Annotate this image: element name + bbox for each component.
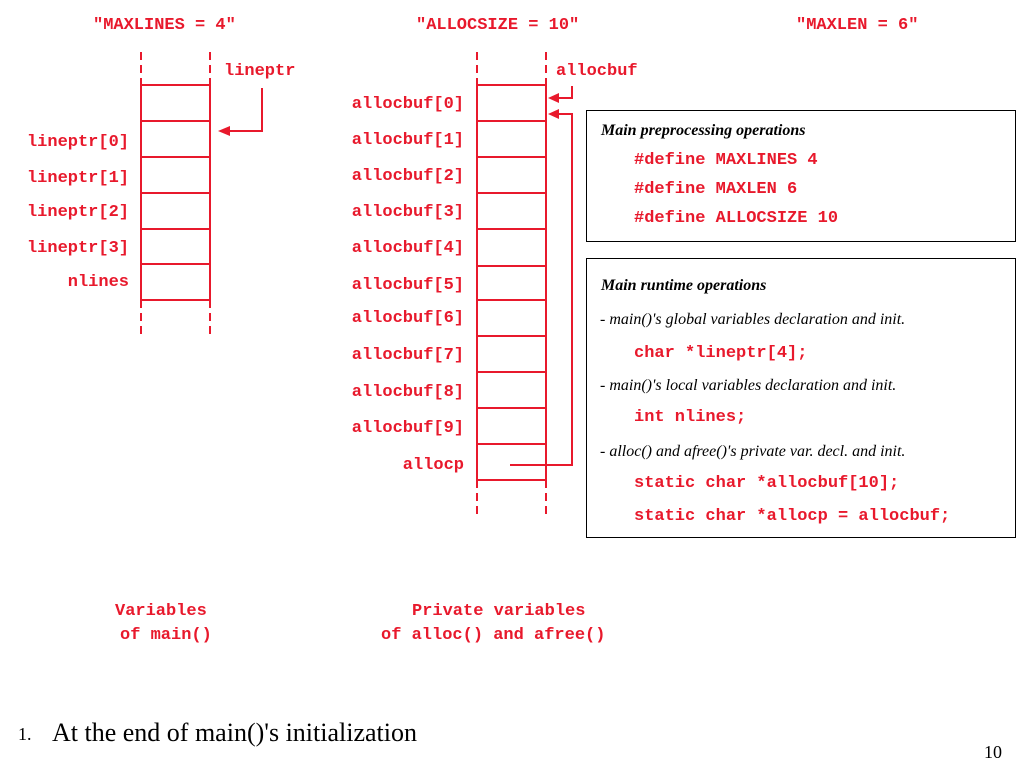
preprocessing-box: Main preprocessing operations #define MA… — [586, 110, 1016, 242]
code-lineptr-decl: char *lineptr[4]; — [634, 344, 808, 363]
preprocessing-title: Main preprocessing operations — [601, 122, 806, 139]
caption-main-line2: of main() — [120, 626, 212, 645]
lineptr-0-label: lineptr[0] — [26, 133, 129, 152]
lineptr-3-label: lineptr[3] — [26, 239, 129, 258]
allocp-label: allocp — [402, 456, 464, 475]
allocp-arrowhead — [548, 109, 559, 119]
runtime-title: Main runtime operations — [601, 277, 767, 294]
lineptr-2-label: lineptr[2] — [26, 203, 129, 222]
allocbuf-0-label: allocbuf[0] — [351, 95, 464, 114]
allocsize-constant: "ALLOCSIZE = 10" — [416, 16, 580, 35]
code-allocp-decl: static char *allocp = allocbuf; — [634, 507, 951, 526]
allocbuf-9-label: allocbuf[9] — [351, 419, 464, 438]
allocbuf-1-label: allocbuf[1] — [351, 131, 464, 150]
allocbuf-4-label: allocbuf[4] — [351, 239, 464, 258]
lineptr-pointer-arrow — [222, 88, 263, 132]
allocbuf-arrowhead — [548, 93, 559, 103]
allocbuf-2-label: allocbuf[2] — [351, 167, 464, 186]
caption-alloc-line1: Private variables — [412, 602, 586, 621]
runtime-note-locals: - main()'s local variables declaration a… — [600, 377, 897, 394]
define-maxlen: #define MAXLEN 6 — [634, 180, 798, 199]
step-number: 1. — [18, 724, 32, 744]
allocbuf-label: allocbuf — [556, 62, 638, 81]
code-nlines-decl: int nlines; — [634, 408, 747, 427]
allocbuf-memory-column — [476, 52, 547, 514]
allocbuf-8-label: allocbuf[8] — [351, 383, 464, 402]
maxlines-constant: "MAXLINES = 4" — [93, 16, 236, 35]
define-allocsize: #define ALLOCSIZE 10 — [634, 209, 839, 228]
allocbuf-7-label: allocbuf[7] — [351, 346, 464, 365]
lineptr-1-label: lineptr[1] — [26, 169, 129, 188]
runtime-note-globals: - main()'s global variables declaration … — [600, 311, 906, 328]
step-text: At the end of main()'s initialization — [52, 718, 417, 747]
runtime-box: Main runtime operations - main()'s globa… — [586, 258, 1016, 538]
lineptr-label: lineptr — [224, 62, 296, 81]
code-allocbuf-decl: static char *allocbuf[10]; — [634, 474, 900, 493]
lineptr-arrowhead — [218, 126, 230, 136]
define-maxlines: #define MAXLINES 4 — [634, 151, 818, 170]
allocbuf-6-label: allocbuf[6] — [351, 309, 464, 328]
caption-main-line1: Variables — [115, 602, 207, 621]
runtime-note-private: - alloc() and afree()'s private var. dec… — [600, 443, 906, 460]
lineptr-memory-column — [140, 52, 211, 334]
allocp-pointer-arrow — [510, 113, 573, 466]
allocbuf-5-label: allocbuf[5] — [351, 276, 464, 295]
maxlen-constant: "MAXLEN = 6" — [796, 16, 919, 35]
nlines-label: nlines — [67, 273, 129, 292]
caption-alloc-line2: of alloc() and afree() — [381, 626, 606, 645]
page-number: 10 — [984, 742, 1002, 762]
allocbuf-3-label: allocbuf[3] — [351, 203, 464, 222]
